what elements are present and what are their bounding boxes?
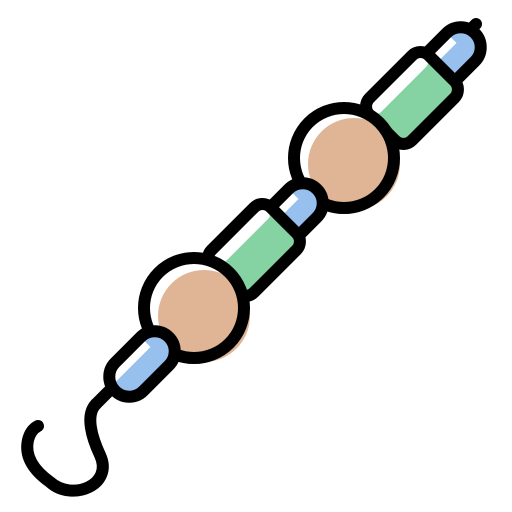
skewer-hook (21, 398, 109, 497)
pepper-piece-blue-bottom (103, 325, 181, 403)
meat-ball-bottom (138, 252, 250, 364)
